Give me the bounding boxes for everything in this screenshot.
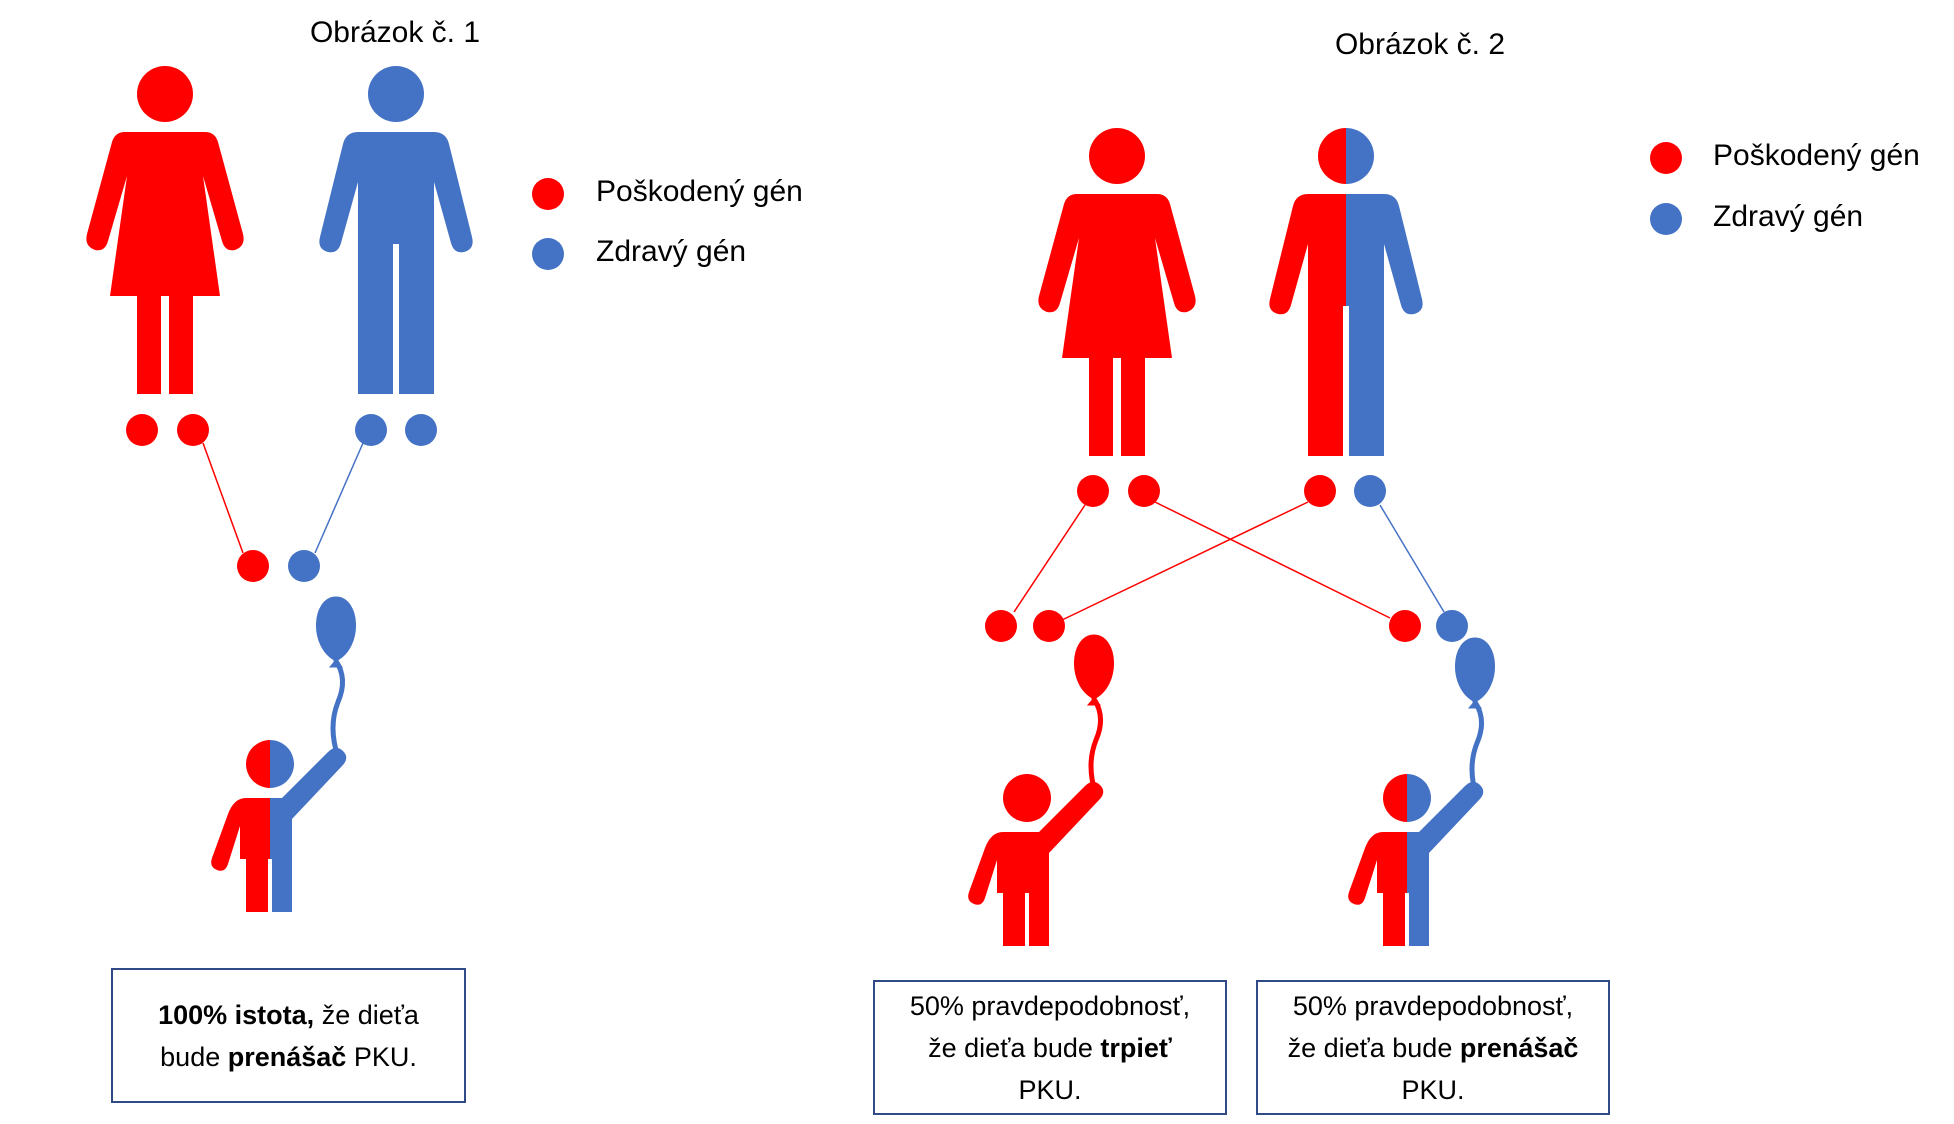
figure1-caption-bold-1: 100% istota,	[158, 999, 315, 1030]
figure1-caption-text-3: PKU.	[346, 1041, 417, 1072]
figure2-legend-damaged-label: Poškodený gén	[1713, 139, 1920, 172]
figure2-legend-damaged-dot	[1650, 142, 1682, 174]
figure1-legend-healthy-dot	[532, 238, 564, 270]
figure1-child-gene-damaged	[237, 550, 269, 582]
figure2-father-gene-damaged	[1304, 475, 1336, 507]
figure1-inheritance-line-mother	[202, 442, 244, 554]
figure2-legend-healthy-dot	[1650, 203, 1682, 235]
figure2-mother	[1038, 128, 1196, 456]
figure2-caption-left-box: 50% pravdepodobnosť, že dieťa bude trpie…	[873, 980, 1227, 1115]
figure2-line-mother-to-right	[1154, 501, 1391, 619]
figure1-caption-text-1: že dieťa	[314, 999, 419, 1030]
figure2-caption-left-bold: trpieť	[1100, 1032, 1172, 1063]
figure2-title: Obrázok č. 2	[1334, 28, 1506, 61]
figure1-balloon	[316, 597, 355, 757]
figure1-inheritance-line-father	[314, 442, 364, 554]
figure2-father-carrier	[1269, 128, 1423, 456]
figure2-mother-gene-1	[1077, 475, 1109, 507]
figure2-child-affected	[968, 774, 1104, 946]
figure2-right-balloon	[1455, 638, 1494, 798]
figure2-mother-gene-2	[1128, 475, 1160, 507]
figure1-legend-damaged-label: Poškodený gén	[596, 175, 803, 208]
figure2-caption-left-line3: PKU.	[1018, 1074, 1082, 1105]
figure1-legend-damaged-dot	[532, 178, 564, 210]
figure2-caption-left-line2: že dieťa bude	[928, 1032, 1101, 1063]
figure2-line-father-to-left	[1061, 501, 1309, 621]
figure1-father	[319, 66, 473, 394]
figure1-legend-healthy-label: Zdravý gén	[596, 235, 747, 268]
figure2-caption-right-line1: 50% pravdepodobnosť,	[1292, 990, 1574, 1021]
figure1-caption-bold-2: prenášač	[227, 1041, 347, 1072]
figure2-caption-right-bold: prenášač	[1459, 1032, 1579, 1063]
figure2-legend-healthy-label: Zdravý gén	[1713, 200, 1864, 233]
figure1-title: Obrázok č. 1	[309, 16, 481, 49]
figure2-child-carrier	[1348, 774, 1484, 946]
figure1-mother	[86, 66, 244, 394]
figure2-right-child-gene-healthy	[1436, 610, 1468, 642]
figure2-right-child-gene-damaged	[1389, 610, 1421, 642]
figure1-child-gene-healthy	[288, 550, 320, 582]
figure1-mother-gene-2	[177, 414, 209, 446]
figure2-left-balloon	[1074, 635, 1113, 795]
figure2-caption-right-line2: že dieťa bude	[1287, 1032, 1460, 1063]
figure1-child-carrier	[211, 740, 347, 912]
figure2-line-mother-to-left	[1013, 504, 1086, 613]
figure2-caption-right-box: 50% pravdepodobnosť, že dieťa bude prená…	[1256, 980, 1610, 1115]
figure2-left-child-gene-1	[985, 610, 1017, 642]
figure2-left-child-gene-2	[1033, 610, 1065, 642]
figure2-father-gene-healthy	[1354, 475, 1386, 507]
figure2-caption-left-line1: 50% pravdepodobnosť,	[909, 990, 1191, 1021]
figure1-father-gene-1	[355, 414, 387, 446]
figure2-caption-right-line3: PKU.	[1401, 1074, 1465, 1105]
figure1-caption-text-2: bude	[160, 1041, 228, 1072]
figure1-father-gene-2	[405, 414, 437, 446]
figure1-caption-box: 100% istota, že dieťa bude prenášač PKU.	[111, 968, 466, 1103]
figure1-mother-gene-1	[126, 414, 158, 446]
figure2-line-father-to-right	[1379, 504, 1445, 613]
